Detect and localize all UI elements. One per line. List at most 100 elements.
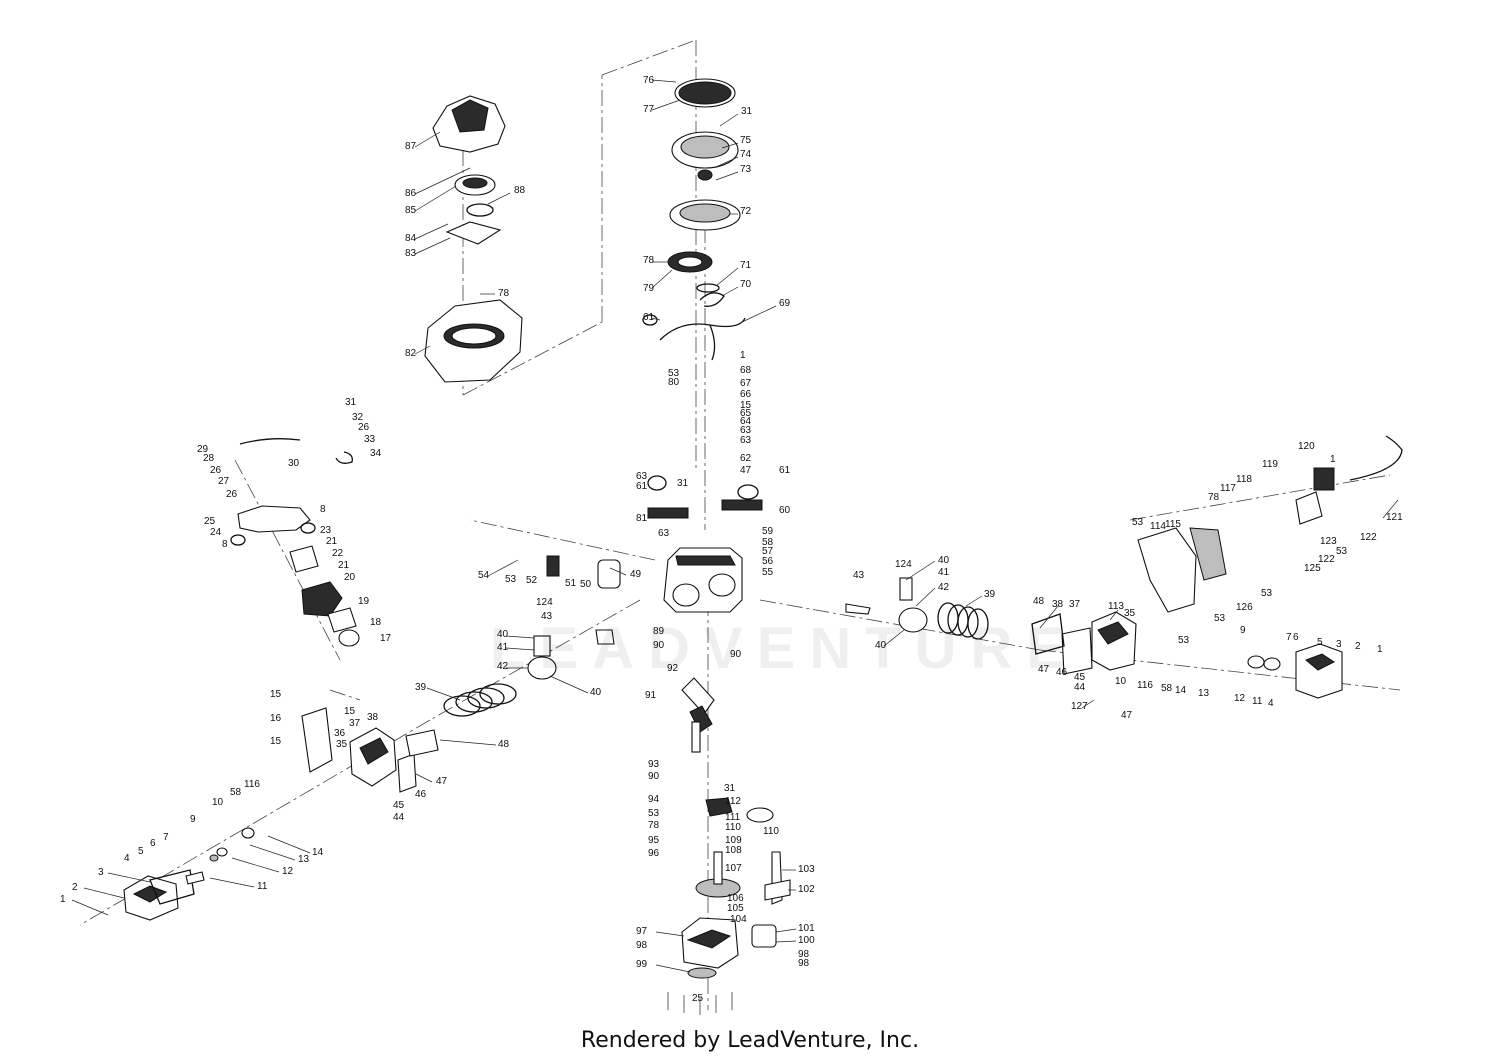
callout-67: 67 [740,378,752,389]
oil-pump [705,797,774,823]
callout-4: 4 [124,853,130,864]
piston-right [898,577,928,633]
callout-26: 26 [358,422,370,433]
flywheel [669,199,741,231]
callout-90: 90 [730,649,742,660]
callout-47: 47 [436,776,448,787]
callout-36: 36 [334,728,346,739]
callout-31: 31 [677,478,689,489]
sump [681,917,739,979]
callout-9: 9 [190,814,196,825]
callout-34: 34 [370,448,382,459]
callout-45: 45 [1074,672,1086,683]
callout-122: 122 [1318,554,1335,565]
callout-82: 82 [405,348,417,359]
callout-15: 15 [270,689,282,700]
callout-47: 47 [1121,710,1133,721]
callout-46: 46 [1056,667,1068,678]
callout-8: 8 [320,504,326,515]
callout-46: 46 [415,789,427,800]
piston-left [527,635,557,680]
callout-112: 112 [725,796,741,807]
callout-37: 37 [1069,599,1081,610]
callout-101: 101 [798,923,815,934]
air-cleaner-cover [432,95,506,153]
callout-42: 42 [497,661,509,672]
callout-120: 120 [1298,441,1315,452]
callout-6: 6 [1293,632,1299,643]
callout-63: 63 [740,425,752,436]
callout-53: 53 [648,808,660,819]
callout-70: 70 [740,279,752,290]
callout-121: 121 [1386,512,1403,523]
callout-22: 22 [332,548,344,559]
callout-25: 25 [692,993,704,1004]
callout-44: 44 [1074,682,1086,693]
callout-114: 114 [1150,521,1166,532]
callout-10: 10 [1115,676,1127,687]
callout-40: 40 [497,629,509,640]
callout-7: 7 [1286,632,1292,643]
callout-60: 60 [779,505,791,516]
callout-40: 40 [938,555,950,566]
callout-48: 48 [498,739,510,750]
callout-38: 38 [367,712,379,723]
callout-102: 102 [798,884,815,895]
callout-3: 3 [98,867,104,878]
callout-90: 90 [653,640,665,651]
callout-44: 44 [393,812,405,823]
callout-59: 59 [762,526,774,537]
callout-21: 21 [338,560,350,571]
callout-91: 91 [645,690,657,701]
callout-115: 115 [1165,519,1181,530]
callout-20: 20 [344,572,356,583]
callout-62: 62 [740,453,752,464]
fuel-line-left [239,438,353,464]
callout-55: 55 [762,567,774,578]
crankshaft [681,677,715,753]
callout-125: 125 [1304,563,1321,574]
callout-42: 42 [938,582,950,593]
callout-3: 3 [1336,639,1342,650]
callout-11: 11 [257,881,268,892]
callout-110: 110 [725,822,741,833]
callout-40: 40 [875,640,887,651]
callout-24: 24 [210,527,222,538]
leader-lines [71,79,1399,973]
callout-79: 79 [643,283,655,294]
callout-88: 88 [514,185,526,196]
callout-116: 116 [244,779,260,790]
footer-credit: Rendered by LeadVenture, Inc. [580,1028,920,1053]
callout-84: 84 [405,233,417,244]
callout-117: 117 [1220,483,1236,494]
callout-53: 53 [668,368,680,379]
callout-32: 32 [352,412,364,423]
callout-109: 109 [725,835,742,846]
callout-100: 100 [798,935,815,946]
callout-86: 86 [405,188,417,199]
callout-124: 124 [895,559,912,570]
callout-39: 39 [415,682,427,693]
callout-61: 61 [636,481,648,492]
callout-38: 38 [1052,599,1064,610]
callout-43: 43 [853,570,865,581]
callout-61: 61 [779,465,791,476]
sump-bolts [667,992,733,1015]
callout-31: 31 [724,783,736,794]
cylinder-head-left [301,707,439,793]
callout-45: 45 [393,800,405,811]
callout-31: 31 [741,106,753,117]
callout-57: 57 [762,546,774,557]
callout-123: 123 [1320,536,1337,547]
callout-5: 5 [138,846,144,857]
piston-rings-left [443,683,517,717]
callout-47: 47 [1038,664,1050,675]
callout-14: 14 [312,847,324,858]
callout-61: 61 [643,312,655,323]
callout-43: 43 [541,611,553,622]
callout-19: 19 [358,596,370,607]
stator-coil [667,251,725,307]
callout-103: 103 [798,864,815,875]
callout-78: 78 [648,820,660,831]
callout-27: 27 [218,476,230,487]
